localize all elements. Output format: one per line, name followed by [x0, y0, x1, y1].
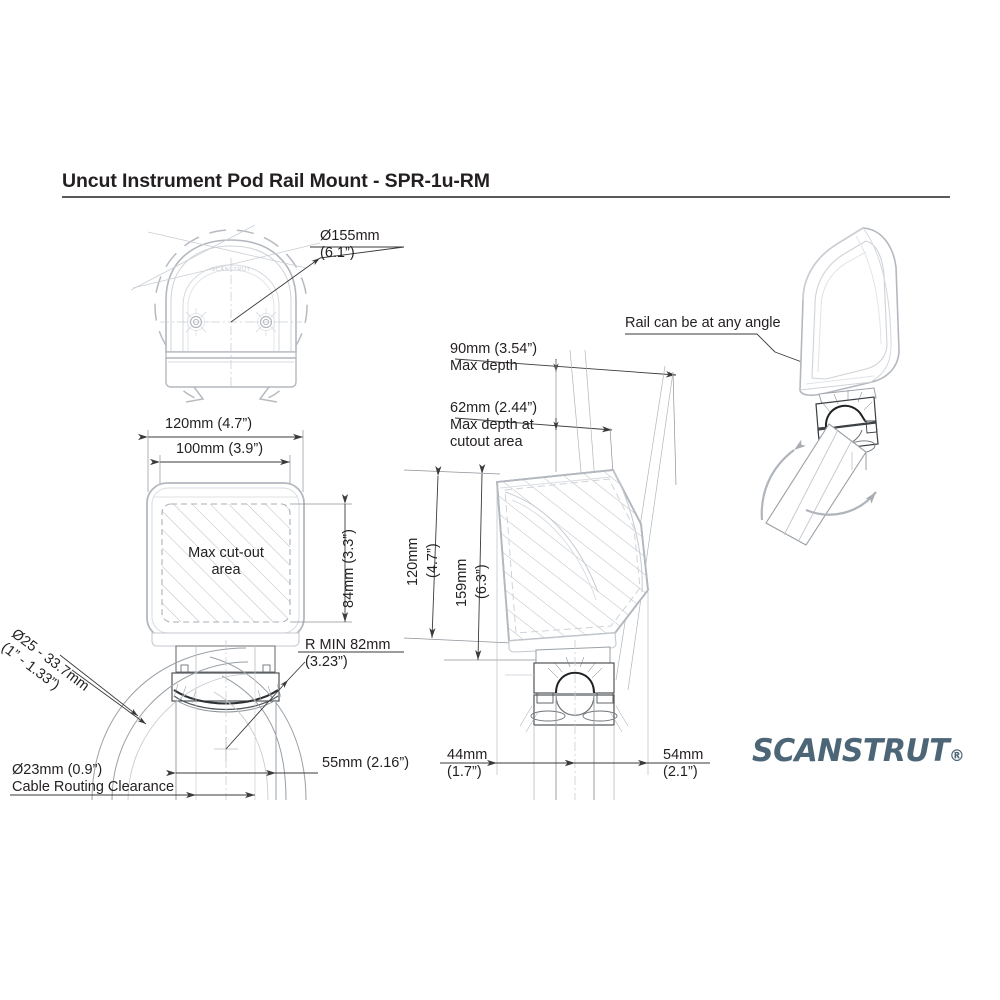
dim-90-line1: 90mm (3.54”): [450, 341, 538, 357]
dim-90-line2: Max depth: [450, 358, 518, 375]
dia155-leader: [230, 257, 321, 323]
iso-view-group: [625, 227, 900, 546]
dim-rmin-label: R MIN 82mm (3.23”): [305, 637, 390, 671]
dim-100-label: 100mm (3.9”): [176, 441, 264, 457]
dim-159-vertical: [475, 463, 486, 661]
dim-62-line3: cutout area: [450, 434, 523, 451]
iso-rotation-arrow-left: [760, 439, 806, 521]
saddle-rays: [547, 656, 603, 679]
dim-cable-label: Ø23mm (0.9”) Cable Routing Clearance: [12, 762, 174, 796]
dim-54-line1: 54mm: [663, 747, 704, 763]
dim-cable-line2: Cable Routing Clearance: [12, 779, 175, 796]
dim-90-line: [454, 358, 677, 378]
dim-120v-line1: 120mm: [405, 537, 421, 586]
curved-rail: [91, 647, 307, 801]
dim-159-vertical-label: 159mm: [454, 559, 471, 607]
dim-159v-line1: 159mm: [454, 558, 470, 607]
dim-cable-line1: Ø23mm (0.9”): [12, 762, 103, 778]
dim-rmin-line1: R MIN 82mm: [305, 637, 391, 653]
dim-62-line: [454, 417, 613, 433]
scanstrut-logo: SCANSTRUT®: [752, 733, 965, 769]
dim-dia155-line1: Ø155mm: [320, 228, 380, 244]
side-view-group: [403, 349, 710, 800]
dim-44-line2: (1.7”): [447, 764, 482, 781]
rail-dia-leader-inner: [59, 654, 139, 717]
dim-84-label: 84mm (3.3”): [341, 529, 357, 608]
dim-55-label: 55mm (2.16”): [322, 755, 410, 771]
dim-120-vertical: [429, 465, 442, 639]
pod-stem: [175, 645, 276, 673]
dim-62-line1: 62mm (2.44”): [450, 400, 538, 416]
dim-44-label: 44mm (1.7”): [447, 747, 487, 781]
dim-dia155-label: Ø155mm (6.1”): [320, 228, 380, 262]
registered-mark: ®: [949, 746, 965, 765]
rail-dia-leader-outer: [71, 669, 147, 725]
max-cutout-label: Max cut-out area: [180, 545, 272, 579]
plan-view-group: [10, 430, 404, 801]
dim-159v-line2: (6.3”): [474, 564, 490, 599]
dim-62-line2: Max depth at: [450, 417, 534, 434]
title-divider: [62, 196, 950, 198]
max-cutout-area: [161, 503, 291, 623]
angled-rail: [765, 423, 867, 546]
max-cutout-line2: area: [211, 562, 241, 579]
dim-120-label: 120mm (4.7”): [165, 416, 253, 432]
dim-120v-line2: (4.7”): [425, 543, 441, 578]
dim-54-label: 54mm (2.1”): [663, 747, 703, 781]
dim-dia155-line2: (6.1”): [320, 245, 355, 262]
dim-159-vertical-label-2: (6.3”): [474, 564, 491, 599]
dim-62-label: 62mm (2.44”) Max depth at cutout area: [450, 400, 537, 451]
dim-54-line2: (2.1”): [663, 764, 698, 781]
radius-leader: [225, 679, 289, 750]
scanstrut-wordmark: SCANSTRUT: [752, 733, 950, 769]
max-cutout-line1: Max cut-out: [188, 545, 264, 561]
dim-90-label: 90mm (3.54”) Max depth: [450, 341, 537, 375]
dim-44-line1: 44mm: [447, 747, 488, 763]
note-any-angle: Rail can be at any angle: [625, 315, 781, 331]
front-view-group: SCANSTRUT: [130, 224, 405, 403]
page-title: Uncut Instrument Pod Rail Mount - SPR-1u…: [62, 170, 490, 192]
iso-rotation-arrow-right: [805, 491, 877, 516]
dim-rmin-line2: (3.23”): [305, 654, 348, 671]
dim-120-vertical-label-2: (4.7”): [425, 543, 442, 578]
dim-120-vertical-label: 120mm: [405, 538, 422, 586]
title-block: Uncut Instrument Pod Rail Mount - SPR-1u…: [62, 170, 952, 198]
